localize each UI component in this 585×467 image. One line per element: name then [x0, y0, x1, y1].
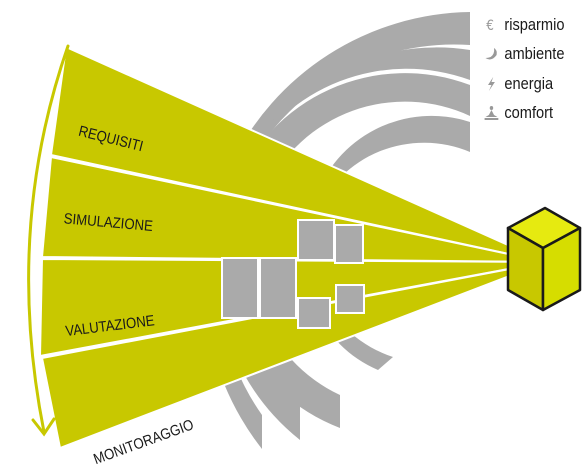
evaluation-arcs	[204, 12, 470, 449]
legend-label-energia: energia	[504, 73, 554, 93]
arc-segment-e	[297, 297, 331, 329]
cube-icon	[506, 206, 582, 312]
legend: € risparmio ambiente energia comfort	[482, 10, 582, 128]
legend-label-ambiente: ambiente	[504, 44, 565, 64]
legend-item-risparmio: € risparmio	[482, 10, 568, 40]
legend-item-ambiente: ambiente	[482, 40, 568, 70]
arc-segment-d	[334, 224, 364, 264]
arc-segment-b	[259, 257, 297, 319]
meditation-icon	[482, 103, 501, 123]
arc-segment-a	[221, 257, 259, 319]
process-arrow	[27, 44, 70, 437]
euro-icon: €	[482, 15, 501, 35]
leaf-icon	[482, 44, 501, 64]
arc-overlays	[221, 219, 365, 329]
arc-comfort	[305, 115, 470, 370]
legend-item-energia: energia	[482, 69, 568, 99]
legend-item-comfort: comfort	[482, 99, 568, 129]
arc-segment-c	[297, 219, 335, 261]
arc-segment-f	[335, 284, 365, 314]
legend-label-risparmio: risparmio	[504, 14, 565, 34]
svg-text:€: €	[486, 18, 494, 33]
lightning-icon	[482, 74, 501, 94]
arc-risparmio	[204, 12, 470, 449]
legend-label-comfort: comfort	[504, 103, 554, 123]
